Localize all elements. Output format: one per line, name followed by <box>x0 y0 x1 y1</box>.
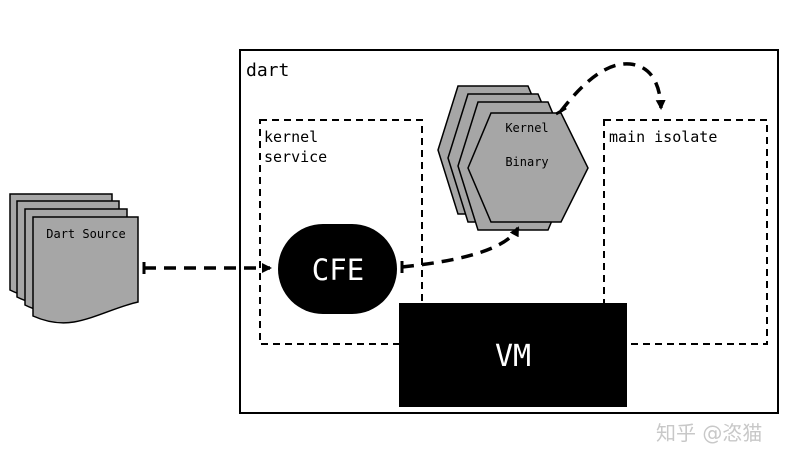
cfe-block <box>278 224 397 314</box>
kernel-service-label-line1: kernel <box>264 128 318 146</box>
arrow-source-to-cfe <box>142 262 272 274</box>
main-isolate-label: main isolate <box>609 128 717 146</box>
kernel-service-label-line2: service <box>264 148 327 166</box>
kernel-binary-hex-stack: Kernel Binary <box>437 85 589 231</box>
main-isolate-box <box>603 119 768 345</box>
kernel-binary-label-line1: Kernel <box>505 121 548 135</box>
watermark-text: 知乎 @恣猫 <box>656 421 762 445</box>
vm-label: VM <box>495 339 531 374</box>
dart-source-doc-stack: Dart Source <box>9 193 139 324</box>
arrow-kernel-binary-to-main-isolate <box>555 62 666 116</box>
kernel-service-box <box>259 119 423 345</box>
cfe-label: CFE <box>312 253 364 287</box>
vm-block <box>399 303 627 407</box>
kernel-binary-hex-front <box>467 112 589 223</box>
dart-source-doc-front <box>32 216 139 324</box>
arrow-cfe-to-kernel-binary <box>400 226 520 273</box>
dart-box-label: dart <box>246 60 289 81</box>
dart-outer-box <box>239 49 779 414</box>
dart-source-label: Dart Source <box>46 227 125 241</box>
kernel-binary-label-line2: Binary <box>505 155 548 169</box>
